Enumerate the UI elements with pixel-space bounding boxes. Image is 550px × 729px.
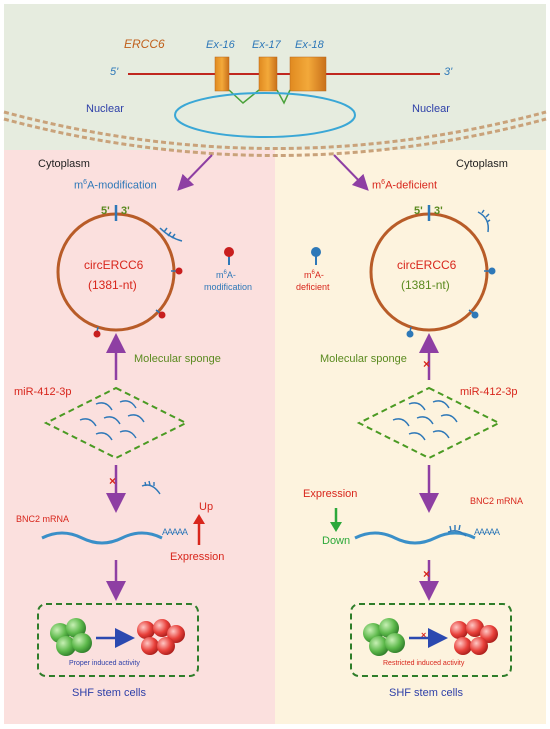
right-m6a-legend-line1: m6A-	[304, 270, 324, 280]
left-m6a-legend-line1: m6A-	[216, 270, 236, 280]
right-mir-label: miR-412-3p	[460, 386, 518, 398]
right-free-mirna	[477, 209, 491, 233]
right-sponge-block-mark: ×	[423, 357, 431, 371]
left-panel-background	[4, 150, 275, 724]
left-green-cluster	[50, 618, 92, 656]
left-circ-length: (1381-nt)	[88, 278, 137, 292]
right-mirna-pool	[356, 386, 502, 460]
left-cells-label: SHF stem cells	[72, 687, 146, 699]
left-m6a-marks	[93, 267, 183, 338]
right-expression-label: Expression	[303, 488, 358, 500]
nuclear-label-right: Nuclear	[412, 103, 450, 115]
nuclear-label-left: Nuclear	[86, 103, 124, 115]
right-m6a-legend-line2: deficient	[296, 282, 330, 292]
left-cells-box	[37, 603, 199, 677]
right-cells-label: SHF stem cells	[389, 687, 463, 699]
right-m6a-heading: m6A-deficient	[372, 179, 438, 192]
right-bound-mirna	[447, 524, 467, 537]
left-m6a-heading: m6A-modification	[74, 179, 157, 192]
right-sponge-label: Molecular sponge	[320, 353, 407, 365]
exon-16	[214, 56, 230, 92]
left-mirna-glyphs	[79, 400, 145, 441]
left-red-cluster	[137, 619, 185, 655]
left-mrna-label: BNC2 mRNA	[16, 514, 70, 524]
right-red-cluster	[450, 619, 498, 655]
gene-three-prime: 3'	[444, 66, 453, 78]
back-splice-loop	[174, 92, 356, 138]
right-m6a-legend-head	[311, 247, 321, 257]
left-up-label: Up	[199, 501, 214, 513]
right-polya: AAAAA	[474, 527, 500, 537]
left-mir-label: miR-412-3p	[14, 386, 72, 398]
right-panel-background	[275, 150, 546, 724]
left-activity-label: Proper induced activity	[69, 660, 140, 667]
left-bound-mirna	[159, 227, 183, 242]
right-mirna-glyphs	[392, 400, 458, 441]
left-cytoplasm-label: Cytoplasm	[38, 158, 90, 170]
gene-name: ERCC6	[124, 37, 165, 51]
right-cells-box	[350, 603, 512, 677]
right-cytoplasm-label: Cytoplasm	[456, 158, 508, 170]
left-mirna-pool	[43, 386, 189, 460]
left-sponge-label: Molecular sponge	[134, 353, 221, 365]
gene-five-prime: 5'	[110, 66, 119, 78]
export-arrow-left	[177, 154, 213, 191]
left-block-mark: ×	[109, 474, 117, 488]
left-circ-name: circERCC6	[84, 258, 144, 272]
right-three-prime: 3'	[434, 205, 443, 217]
right-mrna-block-mark: ×	[423, 567, 431, 581]
nuclear-membrane-outer	[3, 110, 547, 150]
right-cells-block-mark: ×	[421, 630, 427, 640]
right-mrna-label: BNC2 mRNA	[470, 496, 524, 506]
right-circ-name: circERCC6	[397, 258, 457, 272]
nuclear-membrane-inner	[3, 117, 547, 157]
left-m6a-legend-line2: modification	[204, 282, 253, 292]
right-circ-length: (1381-nt)	[401, 278, 450, 292]
left-free-mirna	[141, 480, 161, 495]
right-m6a-deficient-marks	[406, 267, 496, 338]
left-m6a-legend-head	[224, 247, 234, 257]
exon-17-label: Ex-17	[252, 39, 281, 51]
exon-18	[289, 56, 327, 92]
left-expression-label: Expression	[170, 551, 225, 563]
right-down-label: Down	[322, 535, 351, 547]
right-bnc2-mrna	[354, 531, 476, 545]
left-polya: AAAAA	[162, 527, 188, 537]
right-activity-label: Restricted induced activity	[383, 660, 465, 667]
exon-17	[258, 56, 278, 92]
export-arrow-right	[333, 154, 369, 191]
exon-16-label: Ex-16	[206, 39, 235, 51]
left-three-prime: 3'	[121, 205, 130, 217]
right-green-cluster	[363, 618, 405, 656]
exon-18-label: Ex-18	[295, 39, 324, 51]
right-five-prime: 5'	[414, 205, 423, 217]
left-bnc2-mrna	[41, 531, 163, 545]
left-five-prime: 5'	[101, 205, 110, 217]
